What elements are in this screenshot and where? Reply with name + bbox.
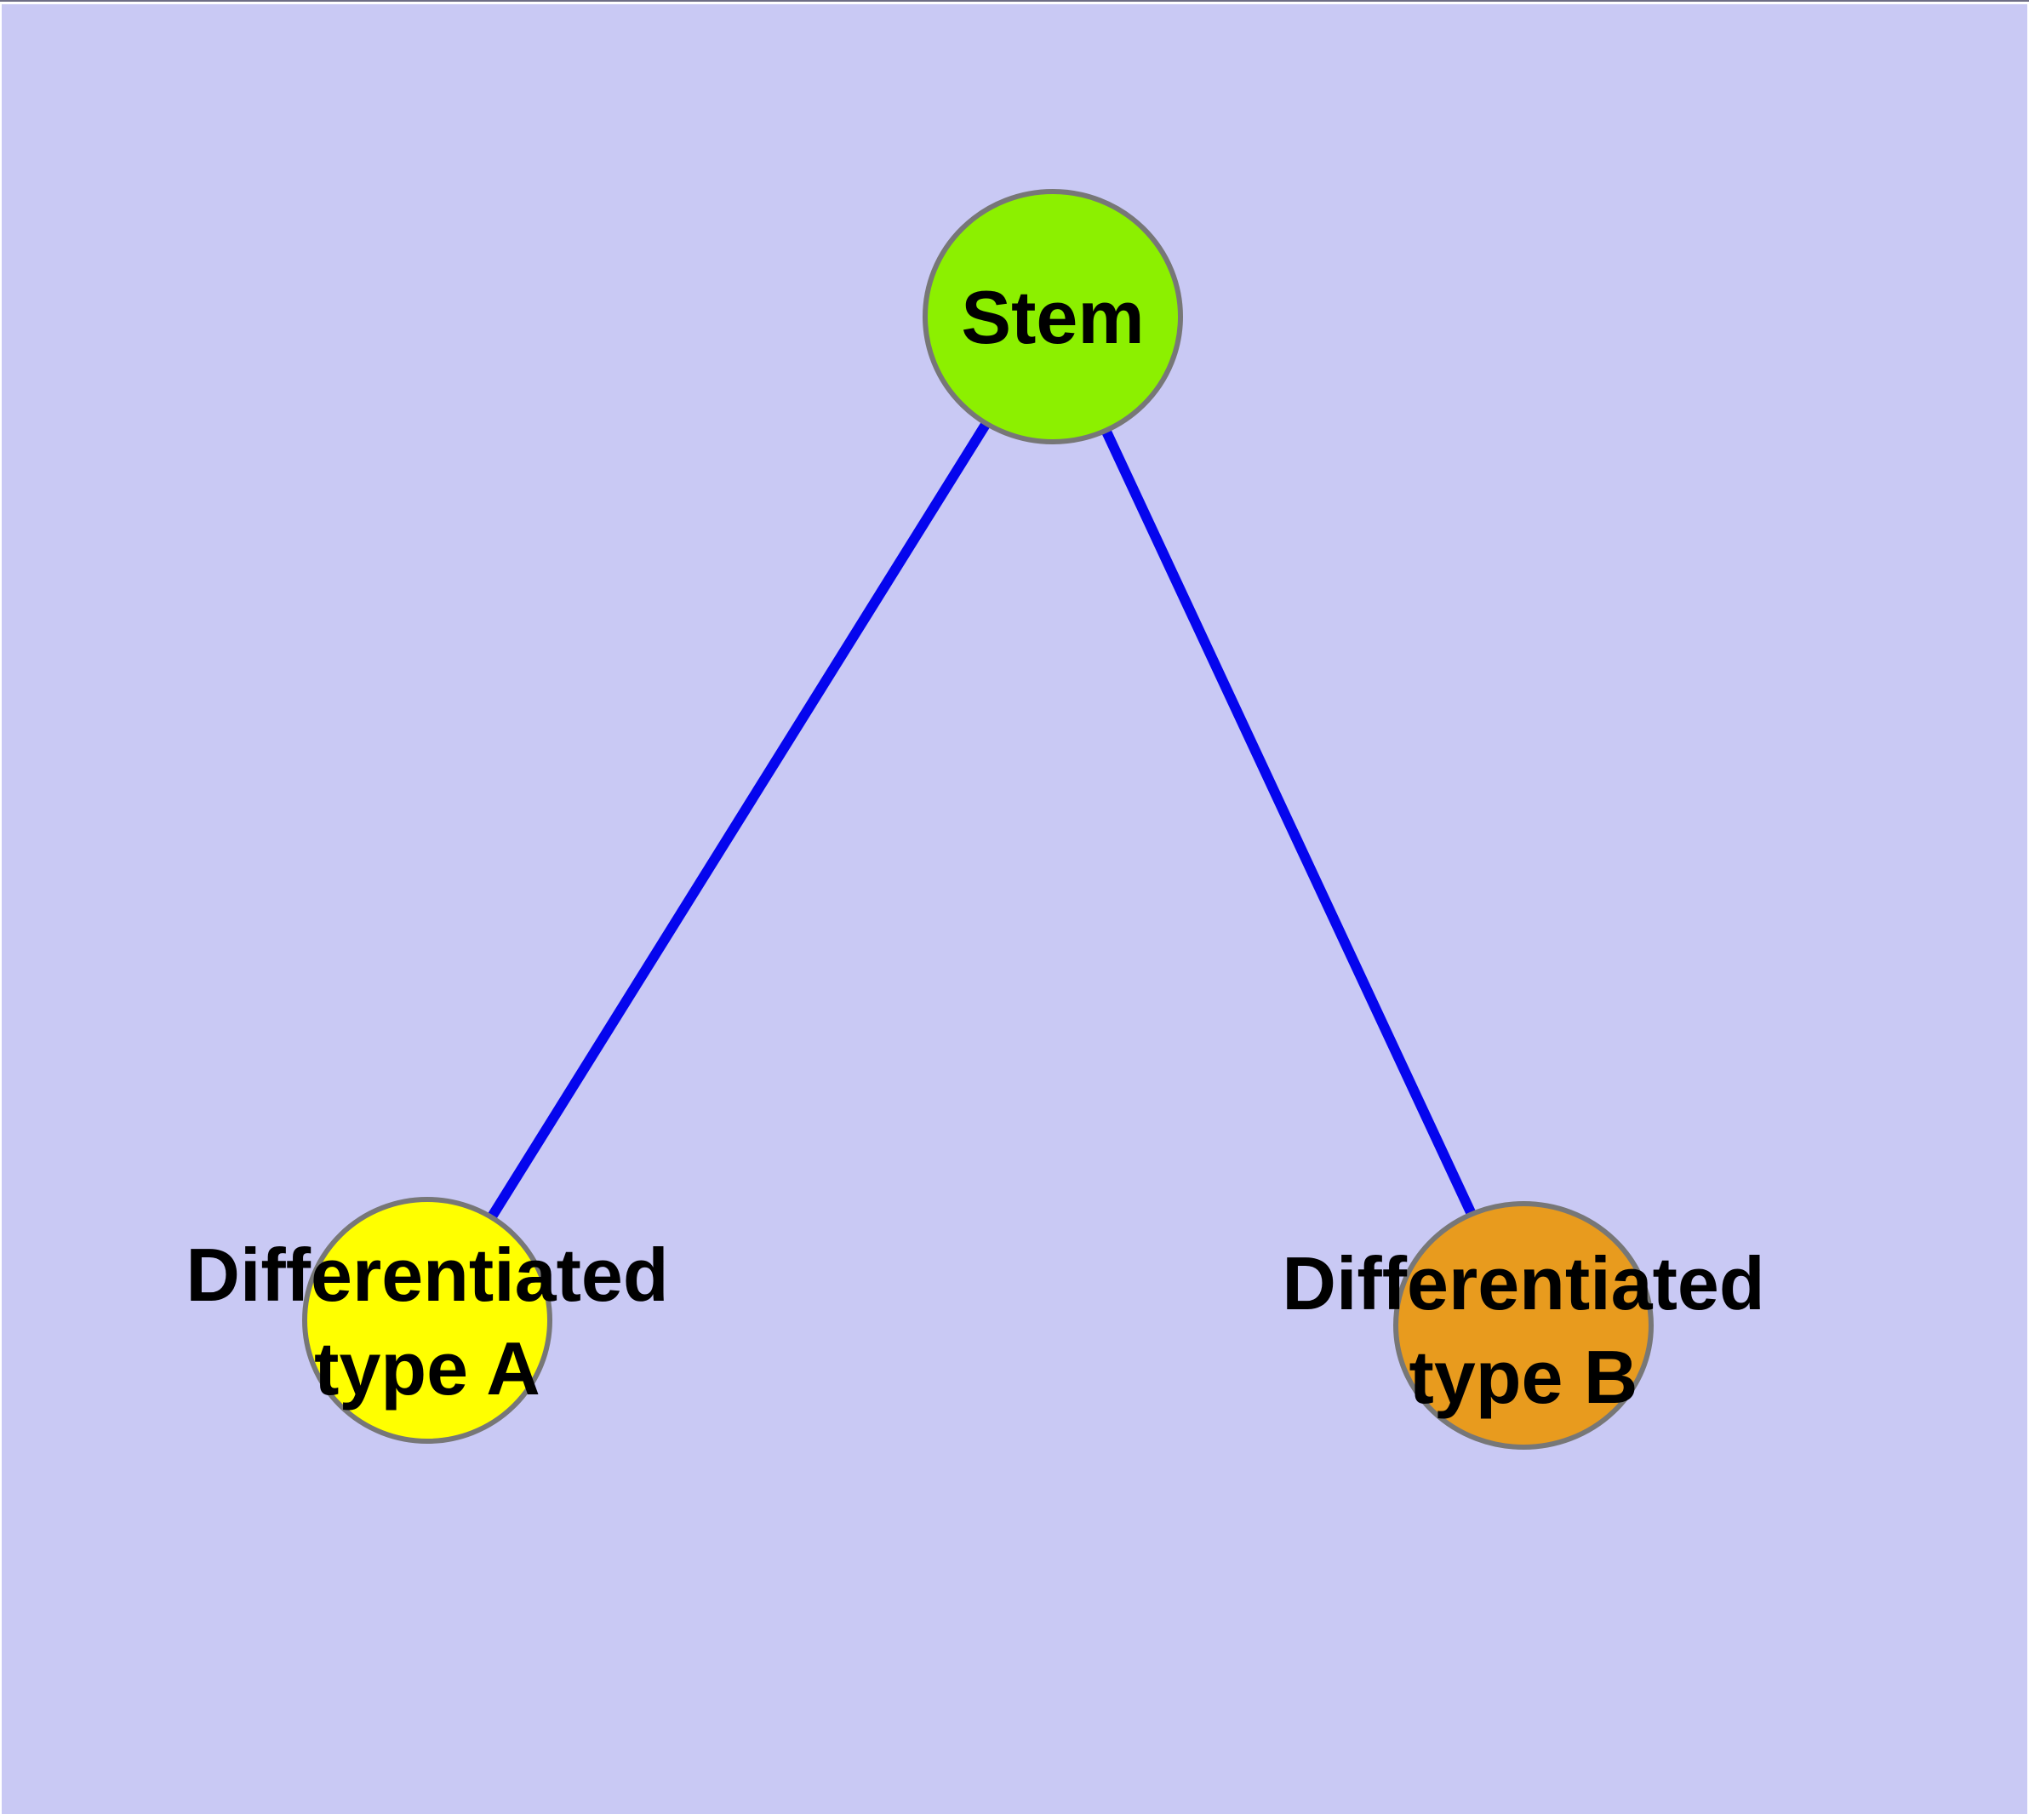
type-a-node bbox=[302, 1197, 552, 1444]
stem-node-label: Stem bbox=[961, 275, 1144, 359]
type-b-node bbox=[1393, 1201, 1654, 1450]
edge-stem-to-type-a bbox=[422, 313, 1058, 1324]
edge-stem-to-type-b bbox=[1048, 314, 1529, 1328]
stem-node bbox=[923, 189, 1183, 444]
frame-top-line bbox=[0, 0, 2029, 2]
type-a-node-label-line2: type A bbox=[314, 1326, 540, 1411]
type-b-node-label-line1: Differentiated bbox=[1282, 1241, 1764, 1325]
type-a-node-label-line1: Differentiated bbox=[186, 1233, 668, 1317]
type-b-node-label-line2: type B bbox=[1409, 1335, 1638, 1419]
